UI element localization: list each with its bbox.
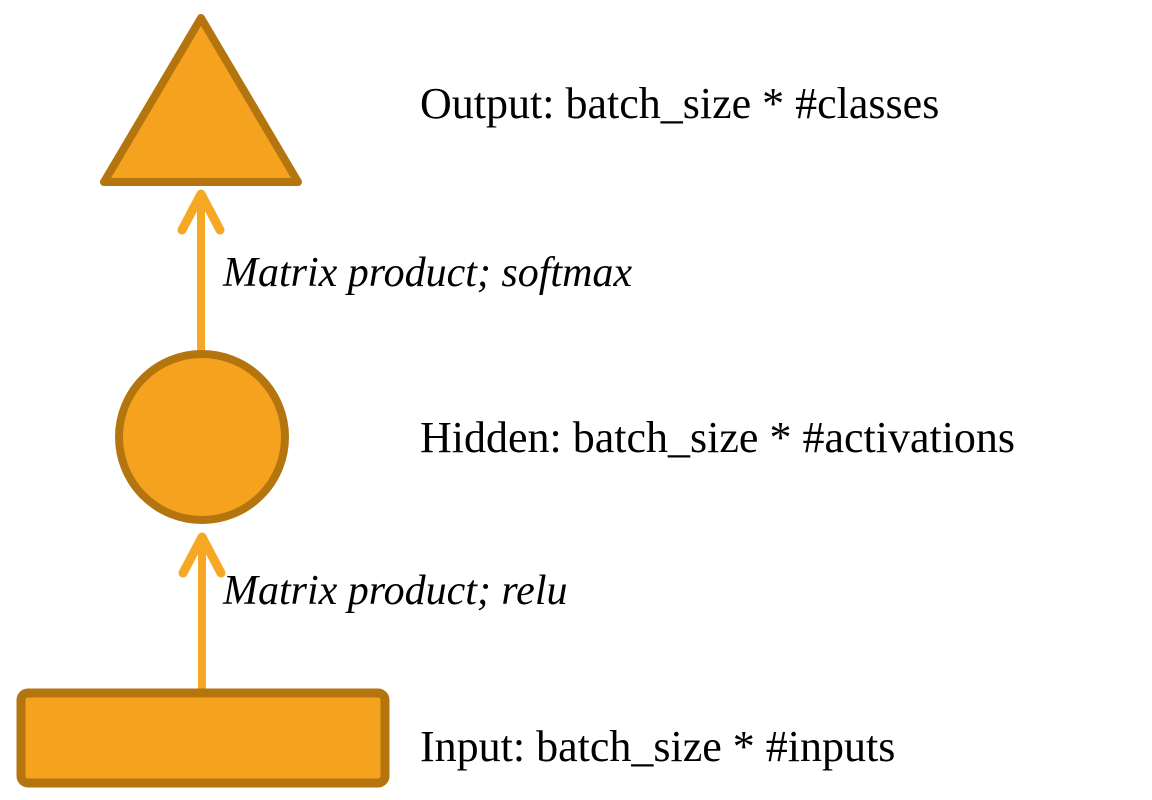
edge-label-softmax: Matrix product; softmax: [223, 250, 633, 296]
edge-label-relu: Matrix product; relu: [223, 568, 568, 614]
edge-hidden-output: [177, 189, 225, 353]
input-node-label: Input: batch_size * #inputs: [420, 722, 896, 771]
output-node-label: Output: batch_size * #classes: [420, 79, 940, 128]
input-node-rectangle: [16, 688, 390, 788]
arrow-head-up-icon: [178, 532, 226, 578]
edge-input-hidden: [178, 532, 226, 694]
arrow-head-up-icon: [177, 189, 225, 235]
output-node-triangle: [100, 14, 302, 186]
hidden-node-circle: [115, 350, 289, 524]
hidden-node-label: Hidden: batch_size * #activations: [420, 413, 1016, 462]
